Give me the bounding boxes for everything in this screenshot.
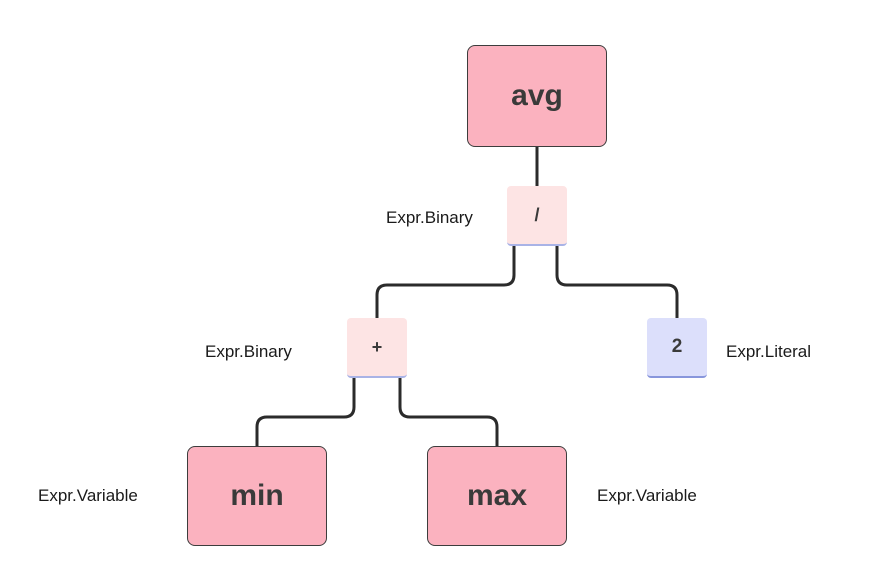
min-node: min — [187, 446, 327, 546]
literal-node-text: 2 — [671, 336, 683, 357]
divide-node: / — [507, 186, 567, 246]
max-node-text: max — [466, 479, 528, 512]
plus-node-label: Expr.Binary — [205, 342, 292, 361]
plus-node: + — [347, 318, 407, 378]
min-node-label: Expr.Variable — [38, 486, 138, 505]
min-node-text: min — [230, 479, 284, 512]
literal-node: 2 — [647, 318, 707, 378]
edge-divide-to-literal — [555, 244, 679, 320]
literal-node-label: Expr.Literal — [726, 342, 812, 361]
edge-divide-to-plus — [375, 244, 516, 320]
plus-node-text: + — [371, 336, 383, 357]
edge-plus-to-max — [398, 376, 499, 448]
divide-node-label: Expr.Binary — [386, 208, 473, 227]
edge-plus-to-min — [255, 376, 356, 448]
avg-node-text: avg — [511, 79, 563, 112]
max-node: max — [427, 446, 567, 546]
avg-node: avg — [467, 45, 607, 147]
max-node-label: Expr.Variable — [597, 486, 697, 505]
divide-node-text: / — [534, 204, 540, 225]
